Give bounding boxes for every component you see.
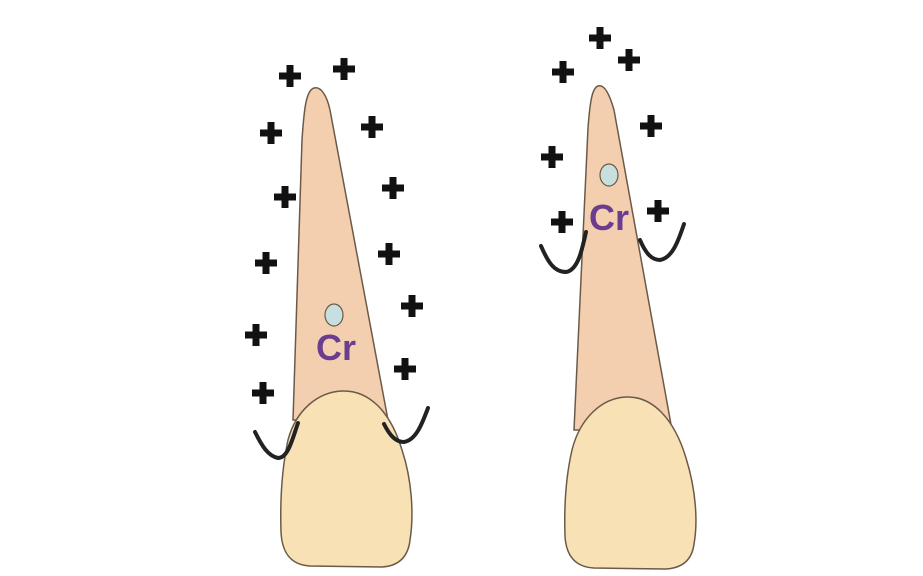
right-plus-icon-5 (541, 146, 563, 168)
left-plus-icon-12 (252, 382, 274, 404)
left-plus-icon-11 (394, 358, 416, 380)
left-cr-label: Cr (316, 327, 356, 368)
right-plus-icon-4 (640, 115, 662, 137)
right-plus-icon-3 (552, 61, 574, 83)
right-center-of-rotation-marker (600, 164, 618, 186)
left-plus-icon-2 (333, 58, 355, 80)
left-plus-icon-1 (279, 65, 301, 87)
left-plus-icon-9 (401, 295, 423, 317)
right-crown (565, 397, 696, 569)
left-plus-icon-3 (260, 122, 282, 144)
right-plus-icon-6 (551, 211, 573, 233)
left-center-of-rotation-marker (325, 304, 343, 326)
right-bone-crest-left (541, 232, 586, 272)
right-cr-label: Cr (589, 197, 629, 238)
left-plus-icon-7 (255, 252, 277, 274)
left-plus-icon-6 (382, 177, 404, 199)
left-tooth: Cr (255, 88, 428, 567)
left-plus-icon-4 (361, 116, 383, 138)
right-plus-icon-2 (618, 49, 640, 71)
right-plus-icon-1 (589, 27, 611, 49)
left-plus-icon-8 (378, 243, 400, 265)
right-bone-crest-right (640, 224, 684, 260)
left-crown (281, 391, 412, 567)
right-tooth: Cr (541, 86, 696, 569)
left-plus-icon-5 (274, 186, 296, 208)
left-plus-icon-10 (245, 324, 267, 346)
right-plus-icon-7 (647, 200, 669, 222)
